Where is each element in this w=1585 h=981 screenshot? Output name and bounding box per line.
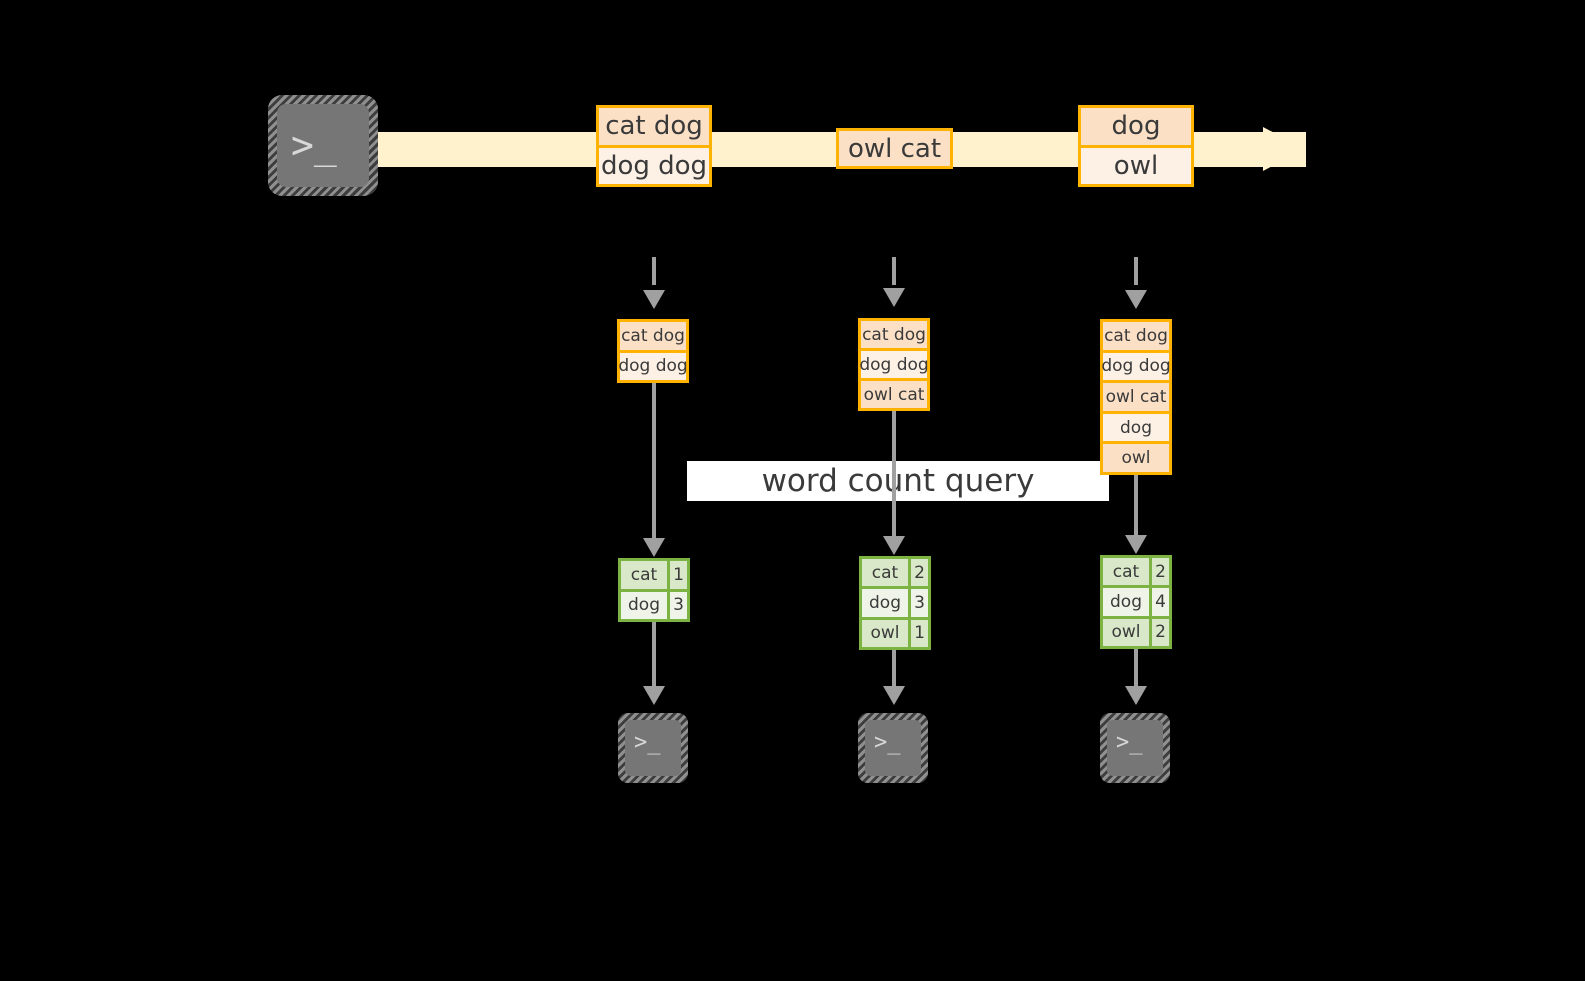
- terminal-prompt-icon: >_: [634, 730, 661, 755]
- source-terminal-icon: >_: [268, 95, 378, 196]
- terminal-prompt-icon: >_: [291, 123, 337, 167]
- word-cell: owl: [862, 619, 908, 647]
- accumulator-box-column-1: cat dog dog dog: [617, 319, 689, 383]
- word-cell: owl: [1103, 618, 1149, 646]
- accumulated-line: owl cat: [1103, 380, 1169, 411]
- arrowhead-into-sink-2: [883, 686, 905, 705]
- accumulated-line: owl cat: [861, 378, 927, 408]
- dashed-connector-column-3: [1134, 257, 1138, 285]
- count-cell: 4: [1149, 588, 1169, 616]
- terminal-screen: >_: [277, 104, 369, 187]
- word-cell: dog: [621, 591, 667, 619]
- word-cell: cat: [1103, 558, 1149, 586]
- query-banner: word count query: [687, 461, 1109, 501]
- terminal-prompt-icon: >_: [1116, 730, 1143, 755]
- result-table-column-2: cat 2 dog 3 owl 1: [859, 556, 931, 650]
- count-cell: 3: [667, 591, 687, 619]
- arrowhead-into-accumulator-2: [883, 288, 905, 307]
- table-row: dog 3: [862, 586, 928, 617]
- arrowhead-into-result-1: [643, 538, 665, 557]
- result-table-column-3: cat 2 dog 4 owl 2: [1100, 555, 1172, 649]
- count-cell: 1: [908, 619, 928, 647]
- dashed-connector-column-2: [892, 257, 896, 285]
- connector-overlay-column-2: [892, 461, 896, 501]
- stream-arrowhead: [1263, 127, 1305, 171]
- connector-result-to-sink-3: [1134, 649, 1138, 686]
- sink-terminal-column-2: >_: [858, 713, 928, 783]
- count-cell: 1: [667, 561, 687, 589]
- accumulated-line: cat dog: [1103, 322, 1169, 350]
- connector-accumulator-to-result-1: [652, 383, 656, 538]
- stream-record-1: cat dog dog dog: [596, 105, 712, 187]
- count-cell: 2: [1149, 558, 1169, 586]
- table-row: cat 2: [862, 559, 928, 587]
- accumulated-line: dog dog: [1101, 349, 1171, 381]
- accumulated-line: dog: [1103, 410, 1169, 442]
- arrowhead-into-accumulator-1: [643, 290, 665, 309]
- word-cell: cat: [862, 559, 908, 587]
- connector-result-to-sink-2: [892, 650, 896, 686]
- record-line: dog: [1081, 108, 1191, 145]
- table-row: dog 4: [1103, 585, 1169, 616]
- terminal-screen: >_: [625, 720, 681, 776]
- arrowhead-into-sink-3: [1125, 686, 1147, 705]
- count-cell: 2: [1149, 618, 1169, 646]
- word-cell: cat: [621, 561, 667, 589]
- accumulated-line: dog dog: [618, 349, 688, 380]
- count-cell: 3: [908, 589, 928, 617]
- result-table-column-1: cat 1 dog 3: [618, 558, 690, 622]
- count-cell: 2: [908, 559, 928, 587]
- record-line: dog dog: [599, 144, 709, 184]
- word-cell: dog: [1103, 588, 1149, 616]
- stream-record-2: owl cat: [836, 128, 953, 169]
- table-row: cat 2: [1103, 558, 1169, 586]
- accumulated-line: cat dog: [620, 322, 686, 350]
- record-line: owl cat: [839, 131, 950, 166]
- record-line: cat dog: [599, 108, 709, 145]
- table-row: owl 2: [1103, 615, 1169, 646]
- connector-accumulator-to-result-3: [1134, 475, 1138, 535]
- dashed-connector-column-1: [652, 257, 656, 285]
- connector-result-to-sink-1: [652, 622, 656, 686]
- arrowhead-into-result-2: [883, 536, 905, 555]
- table-row: dog 3: [621, 588, 687, 619]
- accumulator-box-column-3: cat dog dog dog owl cat dog owl: [1100, 319, 1172, 475]
- table-row: owl 1: [862, 616, 928, 647]
- accumulated-line: cat dog: [861, 321, 927, 348]
- sink-terminal-column-1: >_: [618, 713, 688, 783]
- accumulated-line: dog dog: [859, 348, 929, 378]
- arrowhead-into-sink-1: [643, 686, 665, 705]
- arrowhead-into-result-3: [1125, 535, 1147, 554]
- word-cell: dog: [862, 589, 908, 617]
- sink-terminal-column-3: >_: [1100, 713, 1170, 783]
- stream-record-3: dog owl: [1078, 105, 1194, 187]
- terminal-screen: >_: [865, 720, 921, 776]
- record-line: owl: [1081, 144, 1191, 184]
- accumulator-box-column-2: cat dog dog dog owl cat: [858, 318, 930, 411]
- terminal-screen: >_: [1107, 720, 1163, 776]
- accumulated-line: owl: [1103, 441, 1169, 472]
- table-row: cat 1: [621, 561, 687, 589]
- terminal-prompt-icon: >_: [874, 730, 901, 755]
- arrowhead-into-accumulator-3: [1125, 290, 1147, 309]
